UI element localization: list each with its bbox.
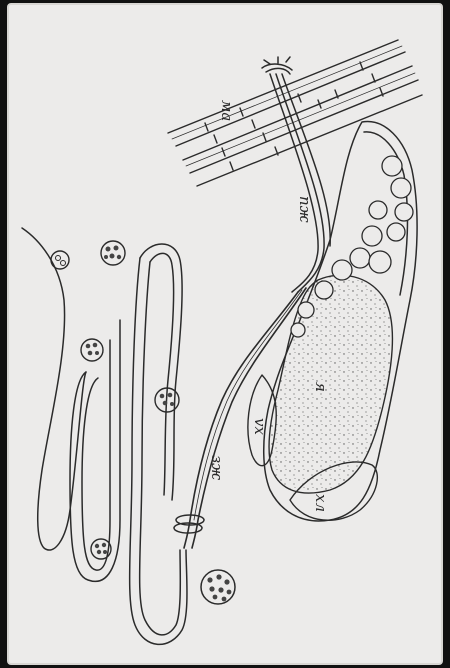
label-ma: ма: [218, 100, 236, 121]
label-pzh: пж: [296, 196, 314, 223]
label-ya: я: [312, 382, 330, 392]
label-khl: хл: [312, 494, 330, 512]
label-zzh: зж: [208, 455, 226, 480]
label-vkh: vх: [251, 418, 269, 435]
